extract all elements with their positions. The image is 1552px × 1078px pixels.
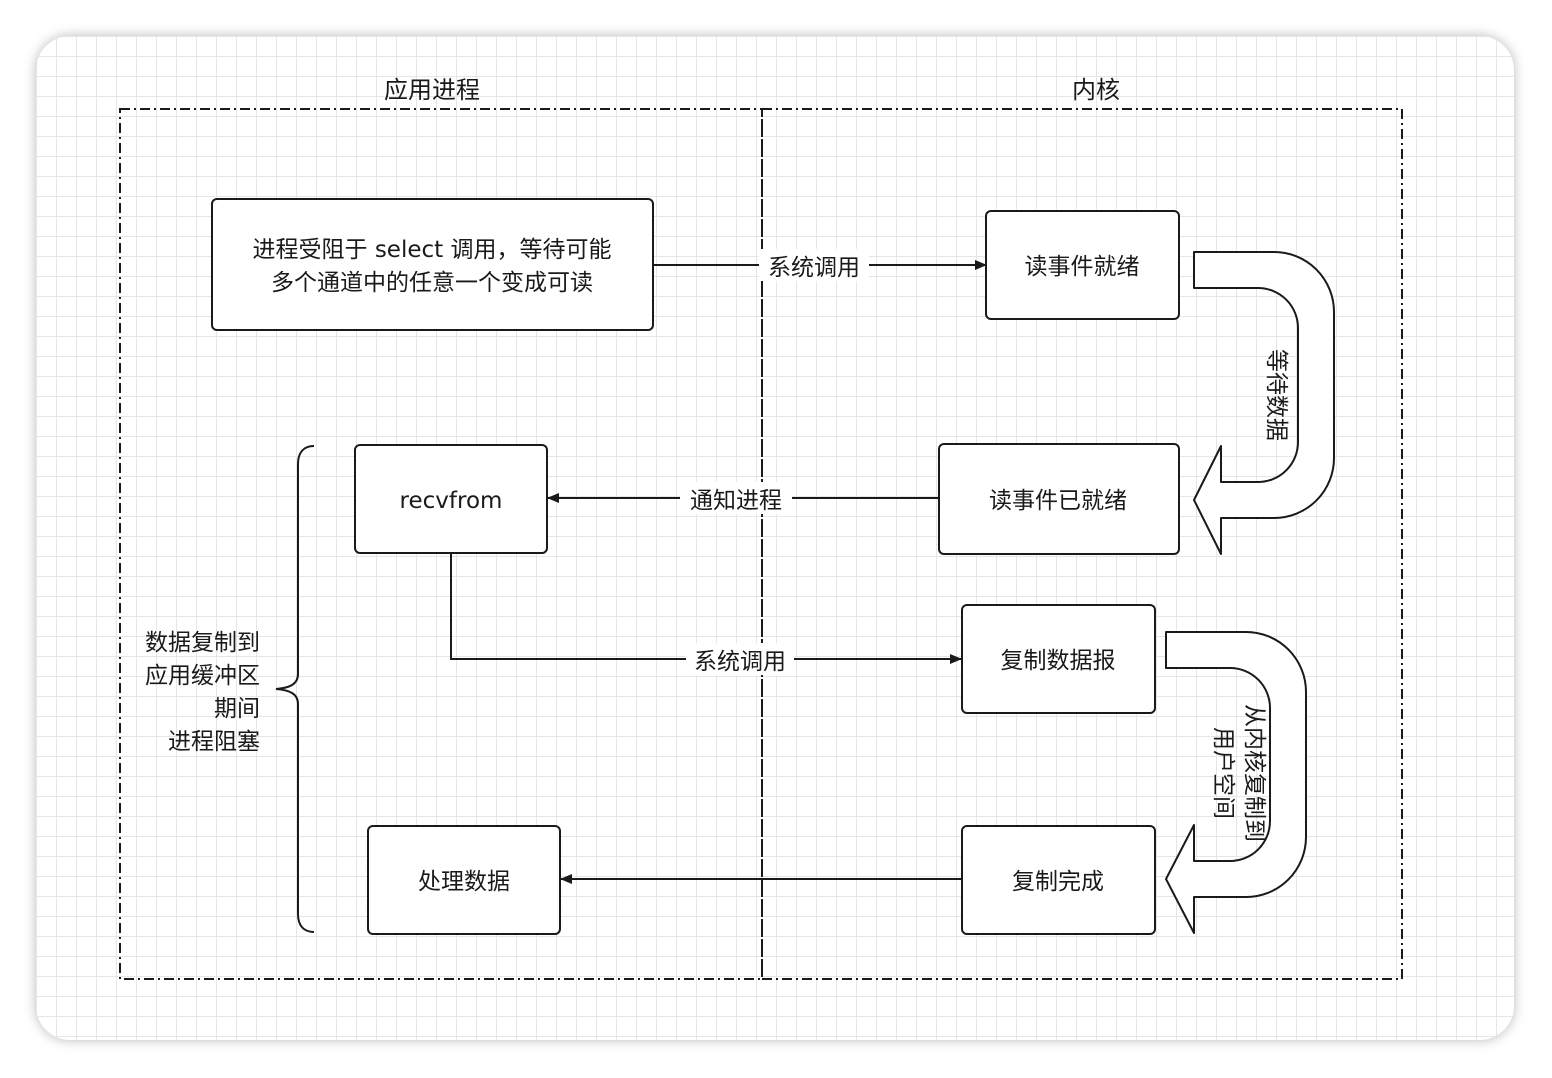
lane-app-frame [119, 108, 763, 980]
box-read-ready [985, 210, 1180, 320]
box-copy-datagram [961, 604, 1156, 714]
brace-note-line-1: 数据复制到 [145, 630, 260, 656]
box-recvfrom [354, 444, 548, 554]
brace-note-line-3: 期间 [214, 696, 260, 722]
side-label-copy-to-user-line-1: 从内核复制到 [1241, 704, 1267, 842]
box-copy-done-label: 复制完成 [1012, 869, 1104, 895]
diagram-svg: 应用进程 内核 系统调用 通知进程 系统调用 进程受阻于 select 调用，等… [119, 76, 1403, 980]
box-copy-done [961, 825, 1156, 935]
box-process-data [367, 825, 561, 935]
edge-label-syscall-2: 系统调用 [694, 649, 786, 675]
box-read-ready-label: 读事件就绪 [1025, 254, 1140, 280]
box-read-done-label: 读事件已就绪 [989, 488, 1127, 514]
edge-label-bg [680, 482, 792, 514]
u-turn-arrow-copy-to-user [1165, 631, 1307, 934]
box-recvfrom-label: recvfrom [400, 488, 503, 514]
box-read-done [938, 443, 1180, 555]
edge-label-bg [686, 643, 794, 675]
edge-label-syscall-1: 系统调用 [768, 255, 860, 281]
u-turn-arrow-wait-data [1193, 251, 1335, 555]
lane-kernel-frame [761, 108, 1403, 980]
lane-kernel-title: 内核 [1072, 76, 1120, 104]
side-label-copy-to-user-line-2: 用户空间 [1210, 727, 1236, 819]
diagram-canvas: 应用进程 内核 系统调用 通知进程 系统调用 进程受阻于 select 调用，等… [36, 36, 1514, 1040]
box-process-data-label: 处理数据 [418, 869, 510, 895]
side-label-wait-data: 等待数据 [1263, 349, 1289, 441]
brace-note-line-4: 进程阻塞 [168, 729, 260, 755]
edge-label-bg [759, 249, 869, 281]
curly-brace [275, 445, 315, 933]
lane-app-title: 应用进程 [384, 76, 480, 104]
box-select-wait-line-1: 进程受阻于 select 调用，等待可能 [253, 237, 612, 263]
brace-note-line-2: 应用缓冲区 [145, 663, 260, 689]
box-copy-datagram-label: 复制数据报 [1001, 648, 1116, 674]
box-select-wait [211, 198, 654, 331]
edge-label-notify: 通知进程 [690, 488, 782, 514]
box-select-wait-line-2: 多个通道中的任意一个变成可读 [271, 270, 593, 296]
